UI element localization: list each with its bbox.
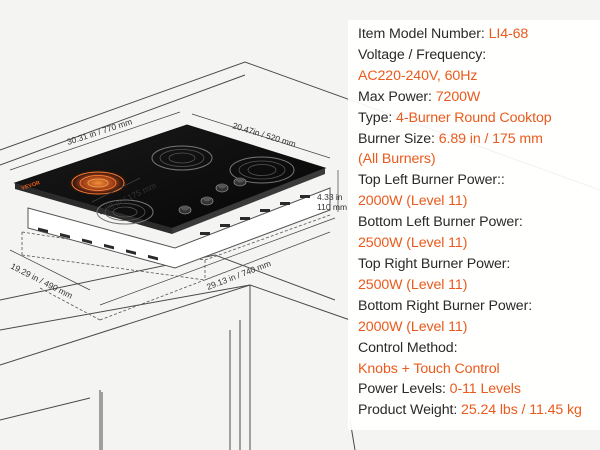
spec-levels: Power Levels: 0-11 Levels <box>358 379 600 400</box>
burner-bottom-left <box>96 199 154 225</box>
dimension-lines <box>9 111 339 306</box>
spec-control-label: Control Method: <box>358 339 458 356</box>
spec-burner-size-value: 6.89 in / 175 mm <box>438 130 543 147</box>
height-dimension-mm: 110 mm <box>317 202 347 212</box>
spec-bottom-right-value: 2000W (Level 11) <box>358 318 468 335</box>
cooktop-housing <box>27 187 331 269</box>
burner-bottom-right <box>229 156 295 184</box>
spec-model-value: LI4-68 <box>488 26 529 42</box>
spec-model-label: Item Model Number: <box>358 26 489 42</box>
spec-bottom-left-label: Bottom Left Burner Power: <box>358 214 523 231</box>
spec-burner-size-note: (All Burners) <box>358 151 436 168</box>
spec-burner-size-label: Burner Size: <box>358 130 439 147</box>
spec-weight: Product Weight: 25.24 lbs / 11.45 kg <box>358 400 600 421</box>
spec-top-left-value: 2000W (Level 11) <box>358 193 468 210</box>
spec-type-label: Type: <box>358 109 397 126</box>
knob-1 <box>178 205 192 215</box>
knob-2 <box>200 196 214 206</box>
spec-top-right-value: 2500W (Level 11) <box>358 276 468 293</box>
spec-burner-size: Burner Size: 6.89 in / 175 mm <box>358 129 600 150</box>
burner-top-right <box>151 145 213 171</box>
spec-panel: Item Model Number: LI4-68 Voltage / Freq… <box>348 20 600 430</box>
spec-top-right-label: Top Right Burner Power: <box>358 255 511 272</box>
spec-type: Type: 4-Burner Round Cooktop <box>358 108 600 129</box>
spec-max-power-label: Max Power: <box>358 88 436 105</box>
spec-max-power-value: 7200W <box>435 88 481 105</box>
knob-4 <box>233 177 247 187</box>
brand-logo: VEVOR <box>21 180 41 192</box>
burner-top-left <box>66 169 130 197</box>
spec-levels-value: 0-11 Levels <box>449 381 521 398</box>
spec-bottom-left-value: 2500W (Level 11) <box>358 235 468 252</box>
spec-weight-value: 25.24 lbs / 11.45 kg <box>461 402 582 419</box>
knob-3 <box>215 183 229 193</box>
spec-max-power: Max Power: 7200W <box>358 87 600 108</box>
spec-weight-label: Product Weight: <box>358 402 462 419</box>
spec-model: Item Model Number: LI4-68 <box>358 24 600 45</box>
spec-voltage-label: Voltage / Frequency: <box>358 46 487 63</box>
cooktop-glass <box>13 124 327 234</box>
spec-bottom-right-label: Bottom Right Burner Power: <box>358 297 533 314</box>
cutout-depth-dimension: 19.29 in / 490 mm <box>9 261 74 301</box>
spec-control-value: Knobs + Touch Control <box>358 360 500 377</box>
control-knobs <box>178 177 247 215</box>
spec-top-left-label: Top Left Burner Power:: <box>358 172 505 189</box>
spec-voltage-value: AC220-240V, 60Hz <box>358 67 478 84</box>
spec-levels-label: Power Levels: <box>358 381 450 398</box>
spec-type-value: 4-Burner Round Cooktop <box>396 109 552 126</box>
height-dimension: 4.33 in <box>317 192 343 202</box>
